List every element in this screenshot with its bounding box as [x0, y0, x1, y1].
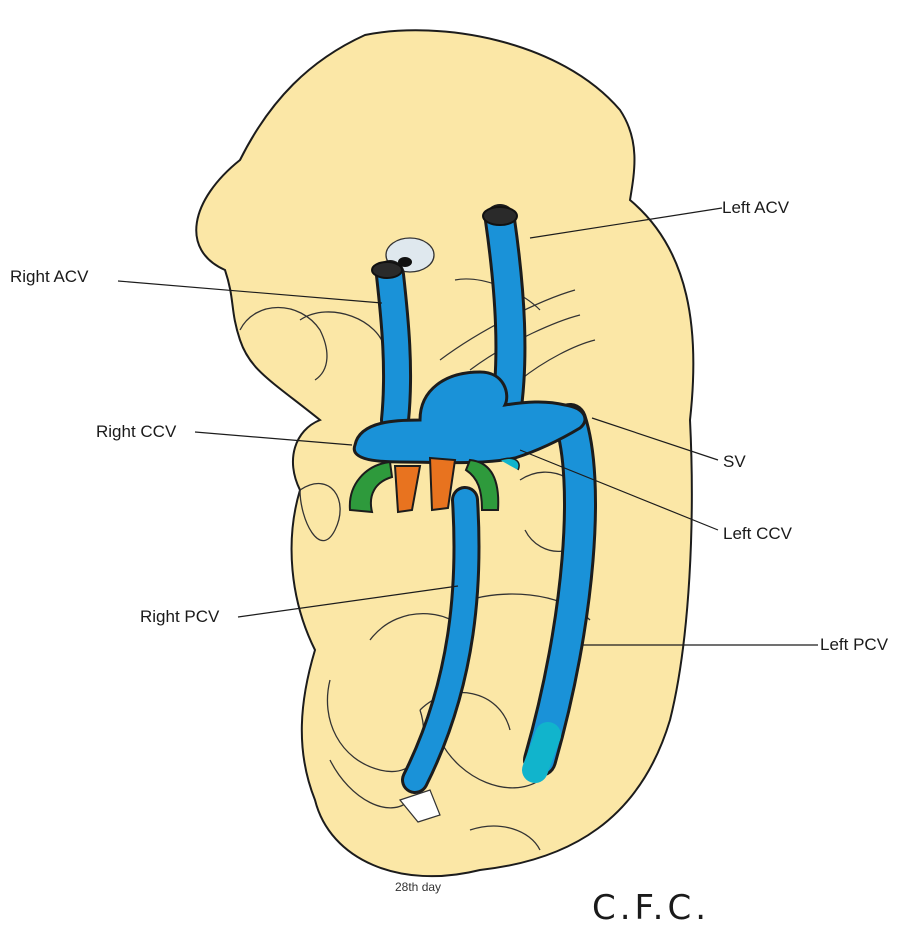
label-right-acv: Right ACV	[10, 267, 88, 287]
caption-day: 28th day	[395, 880, 441, 894]
label-left-ccv: Left CCV	[723, 524, 792, 544]
signature: C.F.C.	[592, 888, 710, 928]
label-right-ccv: Right CCV	[96, 422, 176, 442]
label-left-acv: Left ACV	[722, 198, 789, 218]
label-left-pcv: Left PCV	[820, 635, 888, 655]
label-right-pcv: Right PCV	[140, 607, 219, 627]
label-sv: SV	[723, 452, 746, 472]
